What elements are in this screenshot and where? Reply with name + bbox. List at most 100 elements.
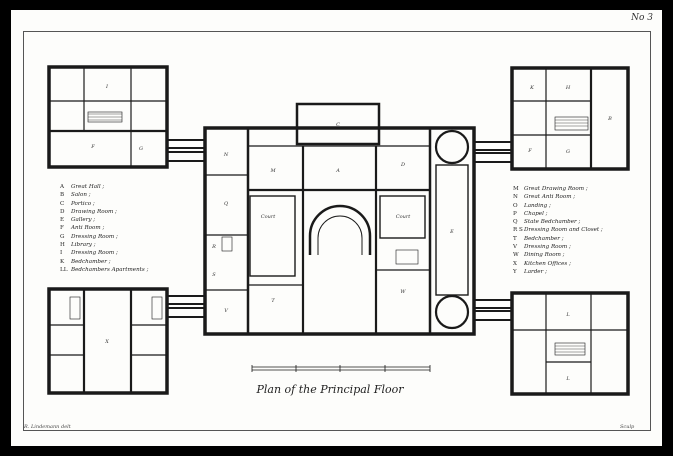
legend-left-key: H [60, 242, 65, 249]
room-t-label: T [271, 298, 275, 304]
legend-right-text: Landing ; [524, 202, 551, 209]
room-labels: Court Court A C M D E N Q W R S V T I F … [90, 84, 612, 382]
room-w-label: W [400, 289, 406, 295]
legend-right-key: R S [513, 227, 523, 234]
legend-left-entry: K Bedchamber ; [60, 258, 148, 266]
legend-left-text: Salon ; [71, 192, 91, 199]
legend-left-text: Bedchambers Apartments ; [71, 266, 149, 273]
legend-right-key: X [513, 260, 517, 267]
bedchamber-q-label: Q [224, 201, 228, 207]
legend-right-text: Larder ; [524, 268, 547, 275]
legend-left-text: Great Hall ; [71, 184, 105, 190]
nw-room-g-label: G [139, 146, 143, 152]
legend-left-text: Portico ; [71, 200, 95, 207]
ne-room-b-label: B [607, 116, 612, 122]
plan-caption: Plan of the Principal Floor [256, 383, 404, 396]
closet-s-label: S [212, 272, 216, 278]
legend-left-text: Bedchamber ; [71, 258, 111, 265]
ne-room-f-label: F [527, 148, 532, 154]
legend-right-key: Q [513, 219, 518, 226]
legend-right-text: Chapel ; [524, 210, 548, 217]
legend-left-entry: B Salon ; [60, 191, 148, 199]
legend-right-entry: V Dressing Room ; [513, 243, 603, 251]
legend-left-text: Anti Room ; [71, 225, 105, 232]
legend-left-text: Library ; [71, 242, 96, 249]
court-right-label: Court [396, 214, 411, 220]
ne-room-h-label: H [565, 85, 571, 91]
closet-r-label: R [211, 244, 216, 250]
portico-label: C [336, 122, 340, 128]
north-west-pavilion [47, 65, 169, 169]
anteroom-label: N [223, 152, 229, 158]
corridors [166, 139, 513, 321]
legend-left-key: K [60, 258, 65, 265]
sw-room-x-label: X [104, 339, 109, 345]
legend-right-entry: R SDressing Room and Closet ; [513, 226, 603, 234]
legend-left-key: A [60, 184, 65, 190]
room-d-label: D [400, 162, 405, 168]
legend-right-key: W [513, 252, 519, 259]
nw-room-f-label: F [90, 144, 95, 150]
legend-left-key: B [60, 192, 65, 199]
legend-right-text: Great Anti Room ; [524, 194, 576, 201]
legend-right-key: M [513, 186, 519, 192]
legend-right-text: Dressing Room ; [524, 244, 571, 251]
court-left-label: Court [261, 214, 276, 220]
legend-left-key: LL [60, 266, 68, 273]
legend-right-entry: O Landing ; [513, 202, 603, 210]
credit-left: R. Lindemann delt [24, 424, 71, 430]
legend-right-text: Bedchamber ; [524, 235, 564, 242]
nw-room-i-label: I [105, 84, 109, 90]
room-m-label: M [269, 168, 276, 174]
legend-right-key: T [513, 235, 517, 242]
legend-right-key: N [513, 194, 518, 201]
legend-left-text: Gallery ; [71, 217, 96, 224]
legend-left-entry: C Portico ; [60, 200, 148, 208]
legend-right-entry: P Chapel ; [513, 210, 603, 218]
ne-room-g-label: G [566, 149, 570, 155]
legend-right-entry: X Kitchen Offices ; [513, 260, 603, 268]
se-room-l2-label: L [565, 376, 570, 382]
legend-right-text: Kitchen Offices ; [524, 260, 571, 267]
legend-left-key: G [60, 233, 65, 240]
legend-right-entry: N Great Anti Room ; [513, 193, 603, 201]
legend-left-key: C [60, 200, 65, 207]
legend-left-entry: H Library ; [60, 241, 148, 249]
legend-left-entry: A Great Hall ; [60, 183, 148, 191]
room-v-label: V [224, 308, 229, 314]
legend-right-key: O [513, 202, 518, 209]
plate-number: No 3 [631, 13, 653, 23]
legend-left-key: E [60, 217, 65, 224]
credit-right: Sculp [620, 424, 635, 430]
south-west-pavilion [47, 287, 169, 395]
legend-right-key: V [513, 244, 518, 251]
legend-left-key: I [60, 250, 63, 257]
legend-right-text: Great Drawing Room ; [524, 186, 588, 192]
legend-left-text: Drawing Room ; [71, 208, 117, 215]
legend-right-text: Dining Room ; [524, 252, 565, 259]
se-room-l1-label: L [565, 312, 570, 318]
legend-right-entry: W Dining Room ; [513, 251, 603, 259]
scale-bar [251, 365, 431, 372]
gallery-label: E [449, 229, 454, 235]
legend-left-entry: E Gallery ; [60, 216, 148, 224]
legend-right-key: P [513, 210, 517, 217]
main-block [203, 102, 476, 336]
legend-right-entry: Q State Bedchamber ; [513, 218, 603, 226]
hall-label: A [335, 168, 340, 174]
north-east-pavilion [510, 66, 630, 171]
legend-right-entry: T Bedchamber ; [513, 235, 603, 243]
legend-right-entry: M Great Drawing Room ; [513, 185, 603, 193]
legend-right-text: State Bedchamber ; [524, 219, 581, 226]
ne-room-k-label: K [529, 85, 534, 91]
plate-border [23, 31, 651, 431]
